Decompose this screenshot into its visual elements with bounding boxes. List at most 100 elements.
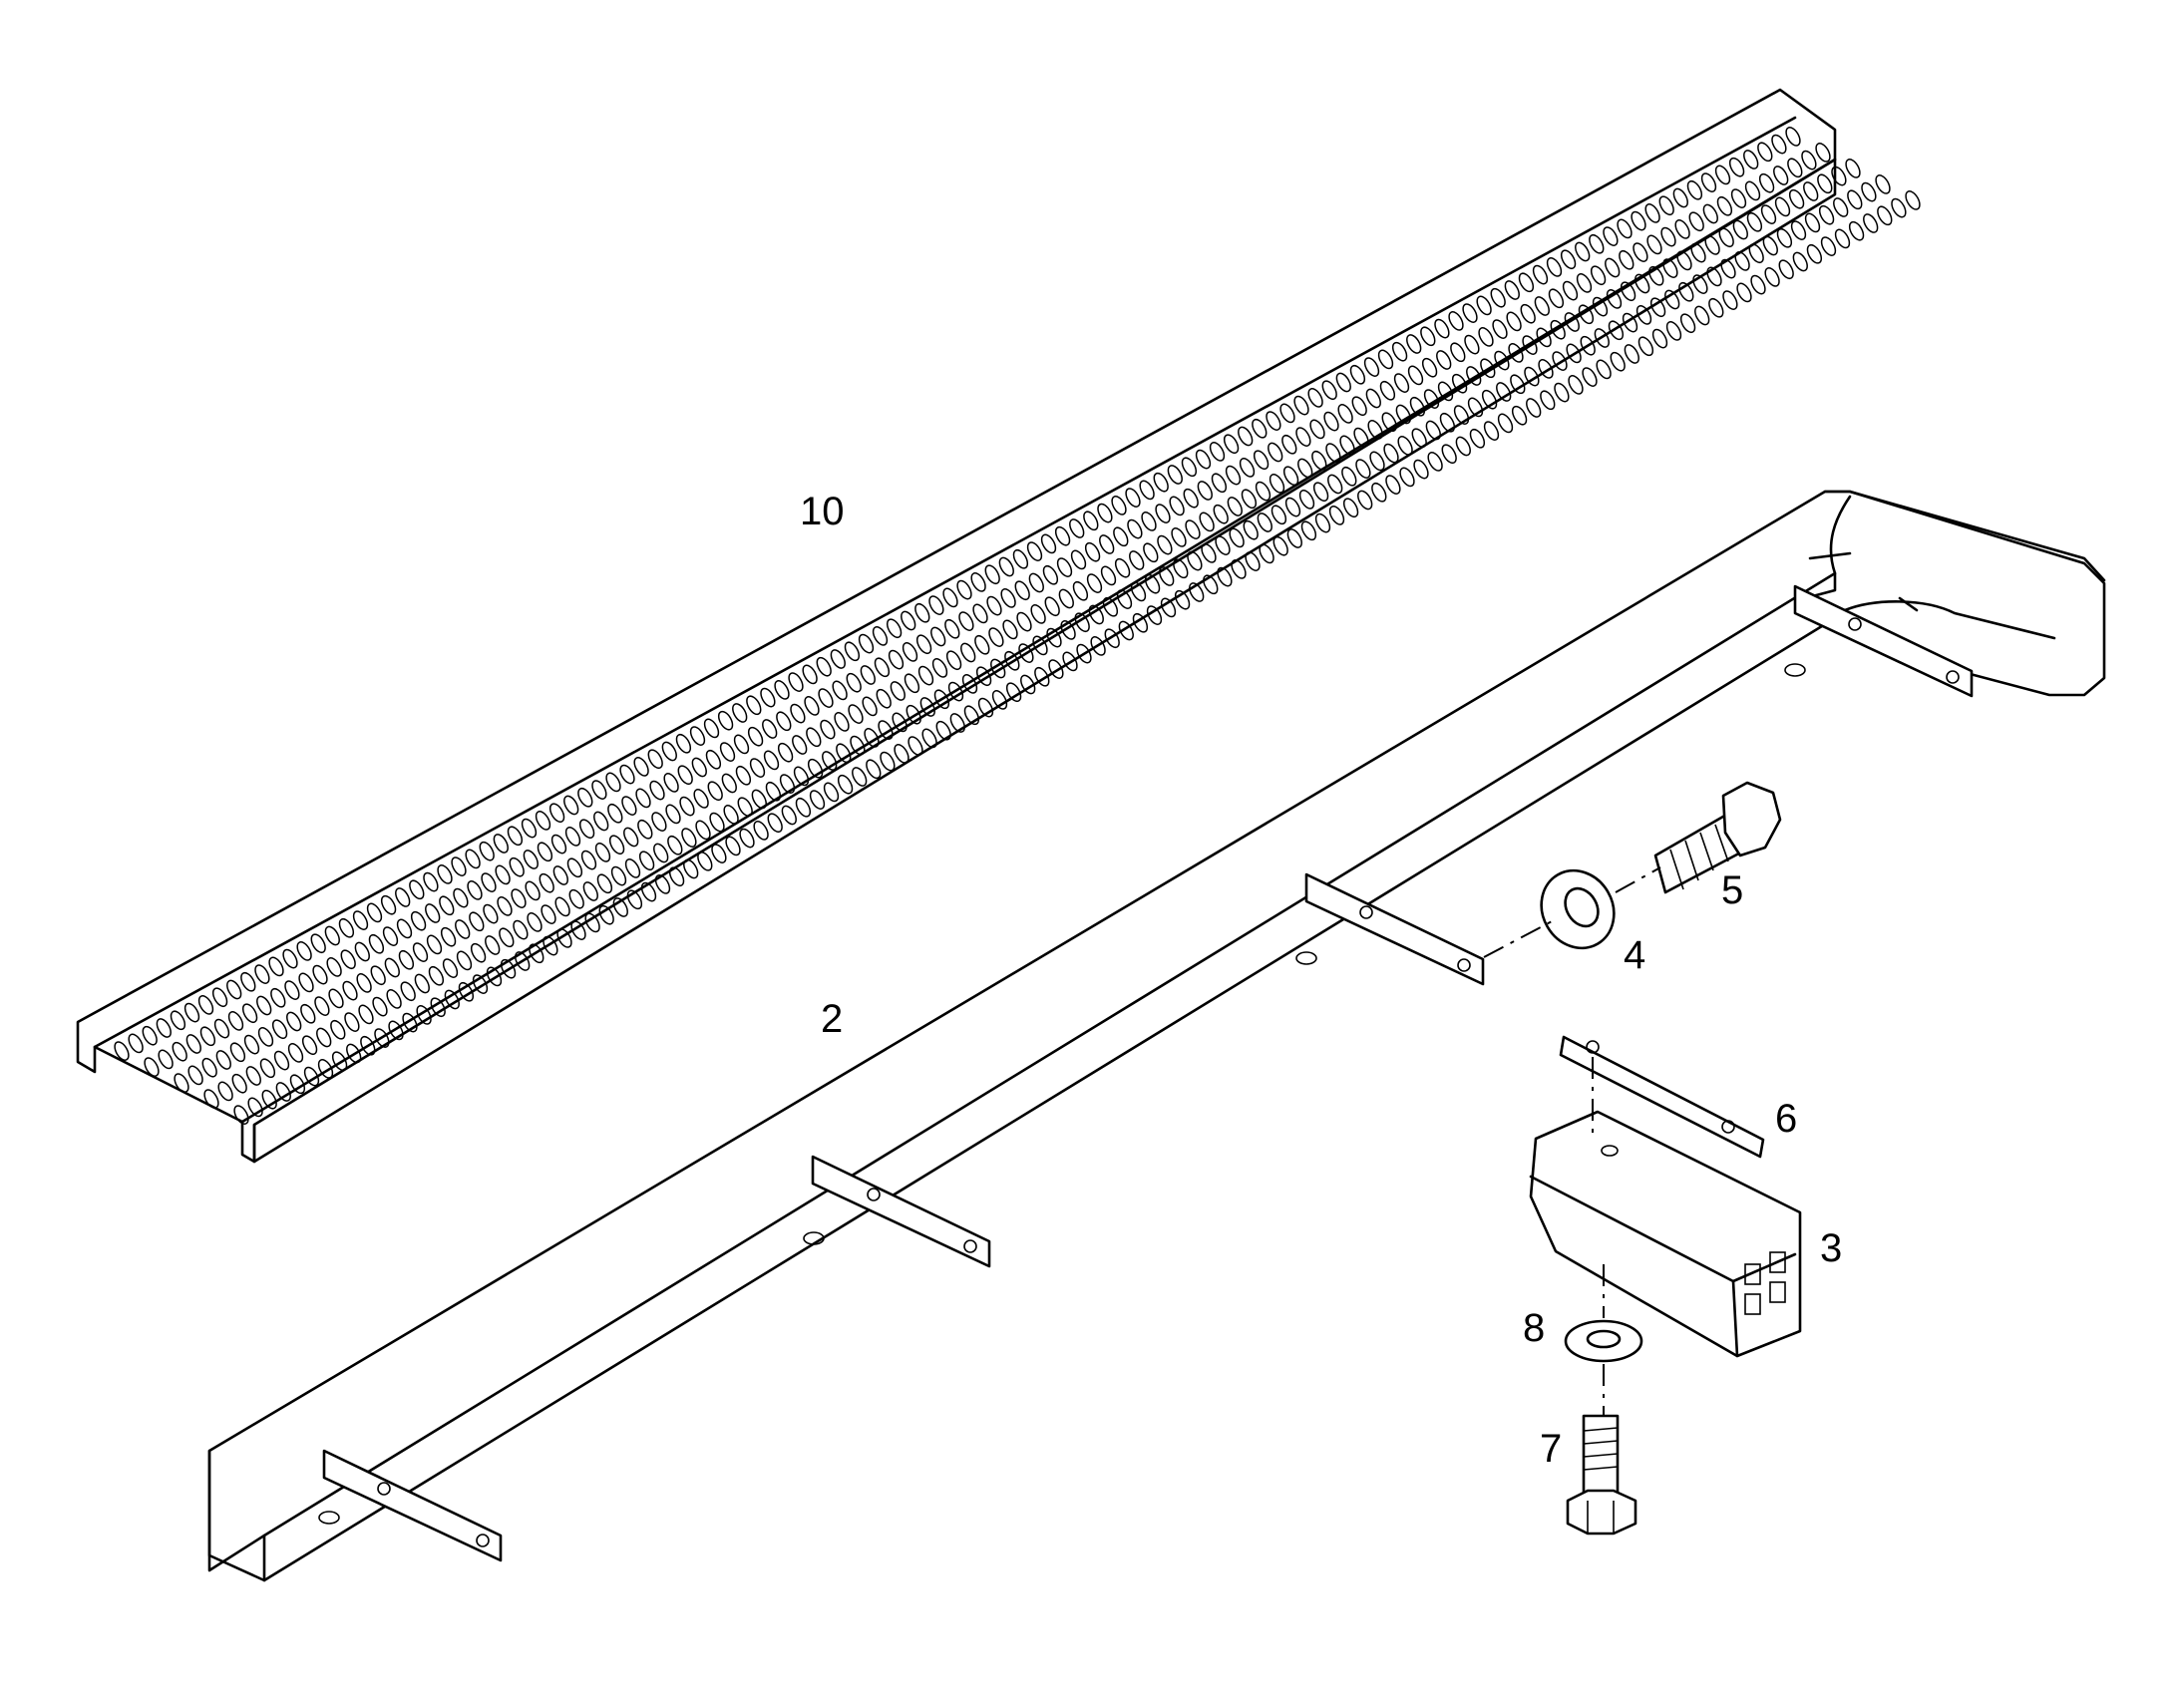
perforation-hole (1801, 150, 1817, 171)
perforation-hole (1245, 551, 1261, 571)
perforation-hole (790, 703, 806, 724)
perforation-hole (749, 758, 766, 778)
strap-plate-part (1559, 1035, 1765, 1159)
perforation-hole (890, 681, 906, 701)
perforation-hole (1605, 257, 1621, 278)
perforation-hole (1056, 557, 1073, 577)
perforation-hole (444, 989, 460, 1010)
perforation-hole (1257, 512, 1272, 532)
perforation-hole (649, 780, 665, 801)
perforation-hole (872, 626, 889, 646)
washer-large-part (1540, 868, 1616, 950)
perforation-hole (654, 874, 671, 894)
perforation-hole (360, 1035, 376, 1056)
perforation-hole (1773, 166, 1789, 185)
perforation-hole (958, 611, 974, 631)
perforation-hole (241, 1003, 258, 1024)
perforation-hole (495, 864, 511, 885)
perforation-hole (1518, 272, 1535, 293)
perforation-hole (507, 826, 524, 847)
perforation-hole (430, 997, 446, 1018)
perforation-hole (437, 864, 453, 884)
perforation-hole (733, 734, 750, 755)
perforation-hole (693, 789, 709, 809)
perforation-hole (607, 803, 623, 824)
perforation-hole (481, 872, 497, 892)
perforation-hole (1818, 204, 1835, 225)
perforation-hole (836, 743, 852, 764)
perforation-hole (566, 857, 583, 878)
perforation-hole (990, 658, 1006, 679)
perforation-hole (1337, 404, 1353, 424)
perforation-hole (986, 595, 1002, 616)
perforation-hole (921, 728, 937, 749)
perforation-hole (1129, 550, 1145, 570)
perforation-hole (331, 1051, 348, 1072)
perforation-hole (776, 711, 792, 732)
perforation-hole (1325, 443, 1341, 463)
perforation-hole (187, 1065, 203, 1086)
perforation-hole (961, 674, 978, 694)
perforation-hole (1385, 475, 1401, 495)
perforation-hole (174, 1073, 189, 1093)
perforation-hole (1286, 528, 1302, 548)
perforation-hole (1201, 543, 1217, 563)
perforation-hole (1524, 366, 1540, 387)
perforation-hole (539, 872, 554, 893)
callout-4: 4 (1624, 933, 1646, 977)
perforation-hole (1014, 580, 1030, 601)
perforation-hole (681, 828, 697, 848)
perforation-hole (1437, 381, 1454, 402)
perforation-hole (1111, 496, 1127, 515)
perforation-hole (816, 656, 832, 677)
perforation-hole (1227, 497, 1243, 516)
perforation-hole (467, 880, 483, 900)
perforation-hole (1546, 257, 1563, 277)
perforation-hole (455, 919, 471, 939)
perforation-hole (1631, 210, 1646, 231)
perforation-hole (296, 941, 312, 961)
perforation-hole (1099, 534, 1115, 554)
perforation-hole (1076, 643, 1092, 664)
perforation-hole (732, 703, 748, 723)
perforation-hole (1016, 611, 1032, 632)
perforation-hole (1720, 258, 1736, 279)
perforation-hole (1704, 235, 1720, 255)
perforation-hole (1522, 335, 1538, 355)
perforation-hole (610, 865, 627, 886)
perforation-hole (1508, 343, 1524, 363)
perforation-hole (580, 850, 597, 870)
perforation-hole (356, 973, 372, 993)
perforation-hole (1658, 195, 1674, 216)
perforation-hole (1225, 465, 1242, 486)
perforation-hole (386, 989, 402, 1009)
perforation-hole (935, 720, 951, 741)
perforation-hole (301, 1035, 318, 1056)
perforation-hole (624, 858, 641, 878)
perforation-hole (217, 1081, 233, 1102)
perforation-hole (1195, 449, 1212, 470)
grating-perforations (114, 127, 1921, 1125)
perforation-hole (1363, 357, 1380, 377)
perforation-hole (1891, 197, 1907, 218)
perforation-hole (1030, 604, 1046, 624)
perforation-hole (1702, 203, 1718, 224)
perforation-hole (1774, 196, 1791, 217)
perforation-hole (1778, 259, 1794, 280)
perforation-hole (1146, 605, 1163, 625)
perforation-hole (289, 1074, 306, 1095)
perforation-hole (1209, 442, 1226, 462)
perforation-hole (1090, 636, 1106, 656)
perforation-hole (1576, 273, 1593, 293)
perforation-hole (1311, 450, 1327, 471)
perforation-hole (1771, 134, 1787, 155)
perforation-hole (342, 980, 358, 1001)
perforation-hole (1580, 335, 1596, 356)
perforation-hole (215, 1050, 231, 1070)
perforation-hole (396, 918, 413, 939)
perforation-hole (931, 658, 948, 678)
perforation-hole (689, 726, 706, 746)
perforation-hole (284, 980, 300, 1000)
perforation-hole (1744, 180, 1761, 201)
perforation-hole (677, 765, 693, 786)
